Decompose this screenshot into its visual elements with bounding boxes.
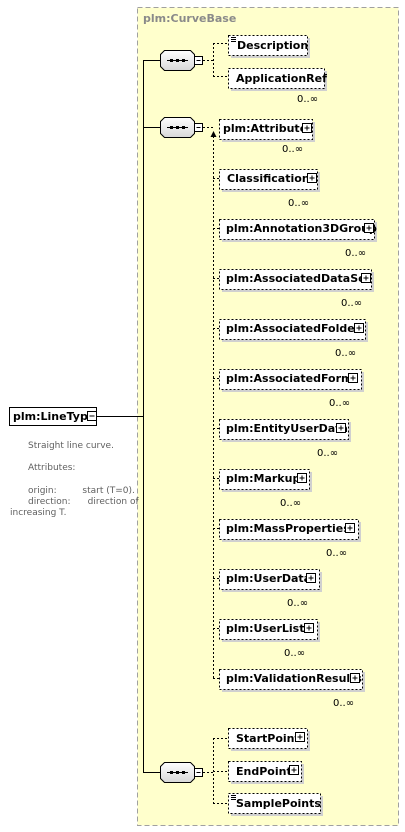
occurrence-label: 0..∞ xyxy=(317,448,338,459)
group-bracket-3 xyxy=(203,738,228,804)
root-element-line-type[interactable]: plm:LineType xyxy=(9,407,97,426)
element-validation-results[interactable]: plm:ValidationResults 0..∞ xyxy=(219,669,366,710)
element-label: plm:Attribute xyxy=(223,122,307,135)
element-classification[interactable]: Classification 0..∞ xyxy=(219,169,321,210)
group-bracket-2 xyxy=(203,127,219,679)
element-label: EndPoint xyxy=(236,765,292,778)
minus-box-icon[interactable] xyxy=(87,411,97,421)
root-element-label: plm:LineType xyxy=(13,410,95,423)
element-label: plm:UserList xyxy=(226,622,304,635)
group-bracket-1 xyxy=(203,43,228,77)
element-entity-user-data[interactable]: plm:EntityUserData 0..∞ xyxy=(219,419,352,460)
sequence-compositor-icon[interactable] xyxy=(160,762,203,783)
plus-box-icon[interactable] xyxy=(297,473,307,483)
occurrence-label: 0..∞ xyxy=(326,548,347,559)
sequence-compositor-icon[interactable] xyxy=(160,50,203,71)
root-doc-line3: origin: start (T=0). xyxy=(28,486,135,496)
arrow-up-icon xyxy=(210,131,217,137)
element-sample-points[interactable]: SamplePoints xyxy=(228,793,324,817)
plus-box-icon[interactable] xyxy=(336,423,346,433)
element-mass-properties[interactable]: plm:MassProperties 0..∞ xyxy=(219,519,362,560)
occurrence-label: 0..∞ xyxy=(297,94,318,105)
element-description[interactable]: Description xyxy=(228,35,311,59)
element-label: plm:Markup xyxy=(226,472,300,485)
root-doc-line5: increasing T. xyxy=(10,508,67,518)
element-markup[interactable]: plm:Markup 0..∞ xyxy=(219,469,313,510)
element-associated-folder[interactable]: plm:AssociatedFolder 0..∞ xyxy=(219,319,369,360)
occurrence-label: 0..∞ xyxy=(335,348,356,359)
element-start-point[interactable]: StartPoint xyxy=(228,728,311,752)
documentation-marker-icon xyxy=(231,795,236,800)
element-label: plm:EntityUserData xyxy=(226,422,348,435)
plus-box-icon[interactable] xyxy=(364,223,374,233)
plus-box-icon[interactable] xyxy=(307,173,317,183)
documentation-marker-icon xyxy=(231,37,236,42)
plus-box-icon[interactable] xyxy=(306,573,316,583)
plus-box-icon[interactable] xyxy=(345,523,355,533)
occurrence-label: 0..∞ xyxy=(345,248,366,259)
occurrence-label: 0..∞ xyxy=(329,398,350,409)
occurrence-label: 0..∞ xyxy=(280,498,301,509)
sequence-compositor-icon[interactable] xyxy=(160,117,203,138)
element-label: plm:ValidationResults xyxy=(226,672,362,685)
occurrence-label: 0..∞ xyxy=(287,598,308,609)
occurrence-label: 0..∞ xyxy=(282,144,303,155)
occurrence-label: 0..∞ xyxy=(333,698,354,709)
element-label: SamplePoints xyxy=(236,797,321,810)
element-label: plm:UserData xyxy=(226,572,311,585)
element-label: StartPoint xyxy=(236,732,300,745)
plus-box-icon[interactable] xyxy=(354,323,364,333)
plus-box-icon[interactable] xyxy=(361,273,371,283)
element-end-point[interactable]: EndPoint xyxy=(228,761,305,785)
root-doc-line2: Attributes: xyxy=(28,463,76,473)
root-doc-line1: Straight line curve. xyxy=(28,441,114,451)
occurrence-label: 0..∞ xyxy=(284,648,305,659)
element-user-list[interactable]: plm:UserList 0..∞ xyxy=(219,619,321,660)
root-doc-line4: direction: direction of xyxy=(28,497,139,507)
element-user-data[interactable]: plm:UserData 0..∞ xyxy=(219,569,323,610)
element-associated-form[interactable]: plm:AssociatedForm 0..∞ xyxy=(219,369,365,410)
occurrence-label: 0..∞ xyxy=(341,298,362,309)
element-application-ref[interactable]: ApplicationRef 0..∞ xyxy=(228,68,328,106)
element-label: plm:MassProperties xyxy=(226,522,350,535)
occurrence-label: 0..∞ xyxy=(288,198,309,209)
element-label: ApplicationRef xyxy=(236,72,327,85)
plus-box-icon[interactable] xyxy=(304,623,314,633)
element-annotation3d-group[interactable]: plm:Annotation3DGroup 0..∞ xyxy=(219,219,378,260)
element-label: Description xyxy=(237,39,308,52)
plus-box-icon[interactable] xyxy=(302,123,312,133)
plus-box-icon[interactable] xyxy=(289,765,299,775)
element-label: Classification xyxy=(227,172,310,185)
element-label: plm:AssociatedDataSet xyxy=(226,272,371,285)
element-label: plm:Annotation3DGroup xyxy=(226,222,377,235)
element-label: plm:AssociatedForm xyxy=(226,372,353,385)
curve-base-title: plm:CurveBase xyxy=(143,12,236,25)
plus-box-icon[interactable] xyxy=(295,732,305,742)
plus-box-icon[interactable] xyxy=(348,373,358,383)
element-label: plm:AssociatedFolder xyxy=(226,322,361,335)
connector-lines xyxy=(96,60,160,773)
plus-box-icon[interactable] xyxy=(350,673,360,683)
element-associated-data-set[interactable]: plm:AssociatedDataSet 0..∞ xyxy=(219,269,375,310)
element-attribute[interactable]: plm:Attribute 0..∞ xyxy=(219,119,316,156)
